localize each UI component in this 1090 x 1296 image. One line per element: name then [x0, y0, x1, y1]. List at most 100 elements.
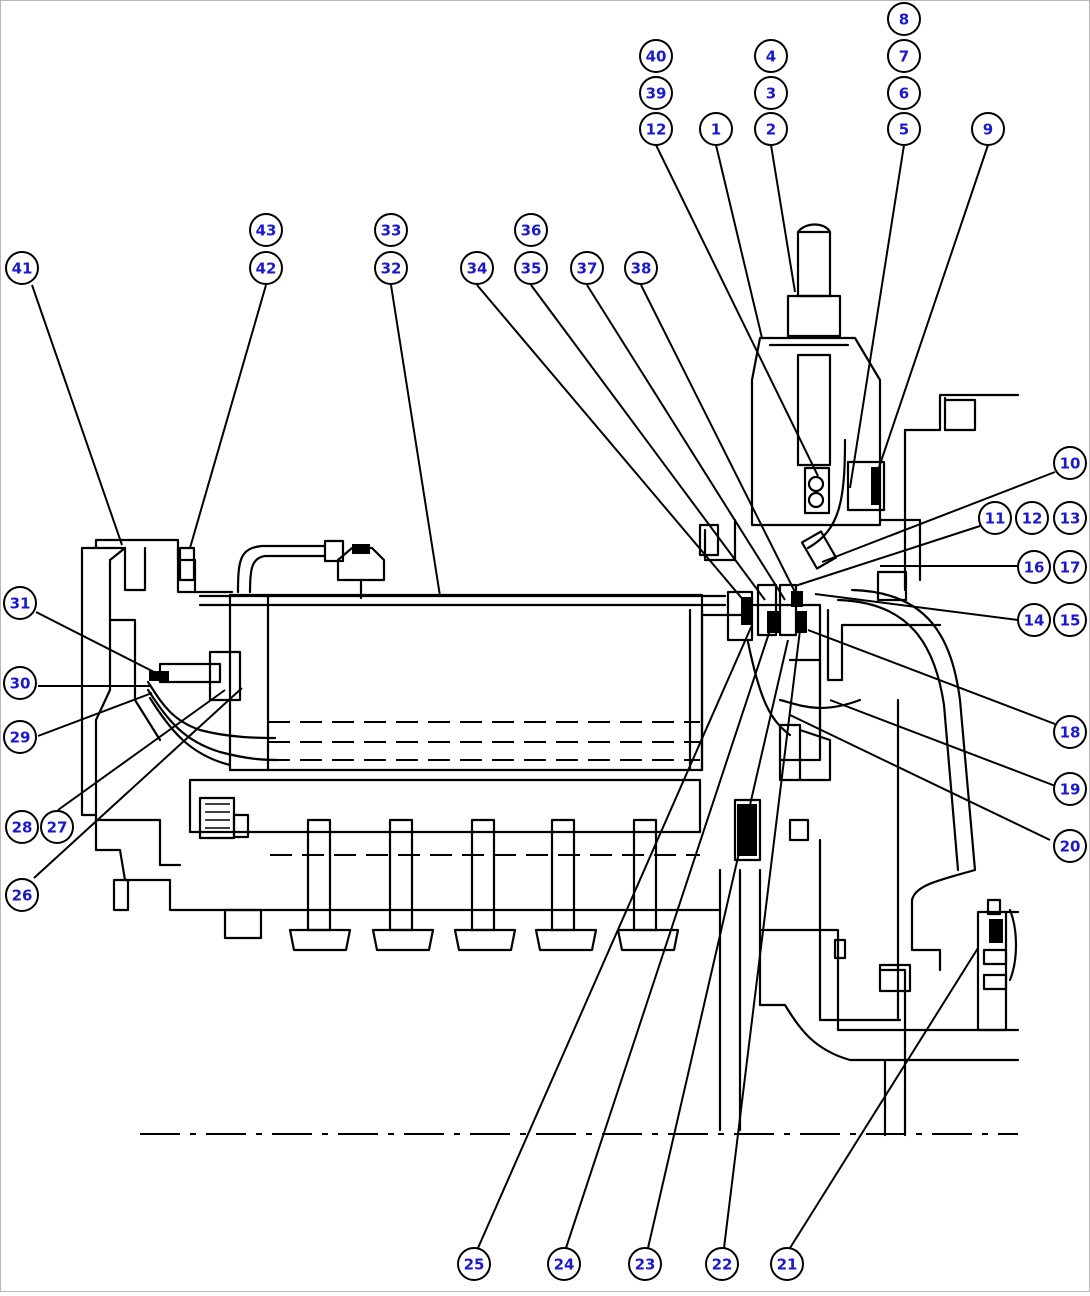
balloon-label: 27 — [47, 819, 68, 837]
balloon-circle — [5, 810, 39, 844]
balloon-label: 8 — [899, 11, 909, 29]
balloon-label: 25 — [464, 1256, 485, 1274]
balloon-label: 23 — [635, 1256, 656, 1274]
balloon-circle — [639, 76, 673, 110]
callout-balloon-35: 35 — [514, 251, 548, 285]
callout-balloon-6: 6 — [887, 76, 921, 110]
callout-balloon-4: 4 — [754, 39, 788, 73]
callout-balloon-32: 32 — [374, 251, 408, 285]
balloon-label: 20 — [1060, 838, 1081, 856]
balloon-circle — [1017, 550, 1051, 584]
callout-balloon-20: 20 — [1053, 829, 1087, 863]
balloon-circle — [5, 251, 39, 285]
balloon-label: 14 — [1024, 612, 1045, 630]
balloon-label: 39 — [646, 85, 667, 103]
balloon-label: 7 — [899, 48, 909, 66]
balloon-label: 29 — [10, 729, 31, 747]
callout-balloon-42: 42 — [249, 251, 283, 285]
balloon-circle — [249, 251, 283, 285]
leader-lines — [31, 144, 1059, 1249]
balloon-circle — [1017, 603, 1051, 637]
balloon-circle — [1015, 501, 1049, 535]
balloon-label: 28 — [12, 819, 33, 837]
balloon-label: 15 — [1060, 612, 1081, 630]
balloon-label: 3 — [766, 85, 776, 103]
balloon-circle — [705, 1247, 739, 1281]
balloon-circle — [1053, 550, 1087, 584]
balloon-label: 35 — [521, 260, 542, 278]
balloon-circle — [3, 666, 37, 700]
balloon-label: 16 — [1024, 559, 1045, 577]
callout-balloon-13: 13 — [1053, 501, 1087, 535]
callout-balloon-24: 24 — [547, 1247, 581, 1281]
balloon-circle — [971, 112, 1005, 146]
balloon-circle — [547, 1247, 581, 1281]
sensor-assembly — [976, 898, 1020, 1032]
callout-balloon-10: 10 — [1053, 446, 1087, 480]
balloon-circle — [3, 720, 37, 754]
callout-balloon-19: 19 — [1053, 772, 1087, 806]
balloon-label: 9 — [983, 121, 993, 139]
balloon-circle — [1053, 829, 1087, 863]
callout-balloon-18: 18 — [1053, 715, 1087, 749]
callout-balloon-26: 26 — [5, 878, 39, 912]
balloon-circle — [514, 213, 548, 247]
balloon-circle — [514, 251, 548, 285]
balloon-circle — [754, 112, 788, 146]
balloon-circle — [624, 251, 658, 285]
balloon-circle — [639, 39, 673, 73]
callout-balloon-8: 8 — [887, 2, 921, 36]
callout-balloon-30: 30 — [3, 666, 37, 700]
callout-balloon-7: 7 — [887, 39, 921, 73]
balloon-circle — [1053, 772, 1087, 806]
terminal-block — [726, 583, 862, 782]
balloon-label: 12 — [646, 121, 667, 139]
assembly-linework — [80, 223, 1020, 1137]
balloon-label: 26 — [12, 887, 33, 905]
callout-balloon-1: 1 — [699, 112, 733, 146]
balloon-label: 6 — [899, 85, 909, 103]
balloon-circle — [374, 251, 408, 285]
callout-balloon-12: 12 — [639, 112, 673, 146]
balloon-label: 22 — [712, 1256, 733, 1274]
balloon-label: 42 — [256, 260, 277, 278]
callout-balloon-34: 34 — [460, 251, 494, 285]
balloon-circle — [754, 76, 788, 110]
callout-balloon-29: 29 — [3, 720, 37, 754]
callout-balloon-3: 3 — [754, 76, 788, 110]
balloon-circle — [887, 2, 921, 36]
balloon-label: 17 — [1060, 559, 1081, 577]
balloon-label: 12 — [1022, 510, 1043, 528]
callout-balloon-11: 11 — [978, 501, 1012, 535]
callout-balloon-37: 37 — [570, 251, 604, 285]
balloon-circle — [887, 112, 921, 146]
balloon-label: 13 — [1060, 510, 1081, 528]
bolt-row — [288, 818, 680, 952]
balloon-label: 11 — [985, 510, 1006, 528]
balloon-label: 4 — [766, 48, 776, 66]
balloon-label: 34 — [467, 260, 488, 278]
balloon-circle — [374, 213, 408, 247]
balloon-circle — [40, 810, 74, 844]
balloon-label: 24 — [554, 1256, 575, 1274]
callout-balloon-38: 38 — [624, 251, 658, 285]
callout-balloon-36: 36 — [514, 213, 548, 247]
balloon-label: 37 — [577, 260, 598, 278]
balloon-label: 10 — [1060, 455, 1081, 473]
callout-balloon-21: 21 — [770, 1247, 804, 1281]
balloon-label: 18 — [1060, 724, 1081, 742]
balloon-circle — [887, 76, 921, 110]
callout-balloon-17: 17 — [1053, 550, 1087, 584]
callout-balloon-33: 33 — [374, 213, 408, 247]
balloon-label: 41 — [12, 260, 33, 278]
balloon-circle — [1053, 715, 1087, 749]
callout-balloon-23: 23 — [628, 1247, 662, 1281]
balloon-label: 40 — [646, 48, 667, 66]
balloon-circle — [978, 501, 1012, 535]
callout-balloon-43: 43 — [249, 213, 283, 247]
balloon-circle — [249, 213, 283, 247]
callout-balloon-2: 2 — [754, 112, 788, 146]
balloon-circle — [1053, 501, 1087, 535]
